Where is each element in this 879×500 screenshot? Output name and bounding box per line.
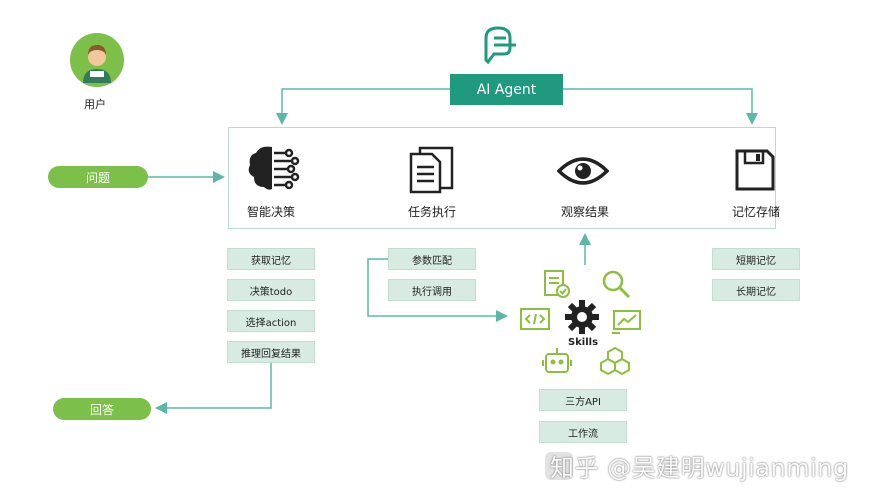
execution-step: 参数匹配 [388,248,476,270]
decision-step: 推理回复结果 [227,341,315,363]
stage-label-observe: 观察结果 [560,205,609,219]
chart-icon [610,308,642,336]
question-pill[interactable]: 问题 [48,166,148,188]
blocks-icon [599,346,631,376]
magnifier-icon [601,269,631,299]
eye-icon [556,153,610,189]
decision-step: 决策todo [227,279,315,301]
gear-icon [564,299,600,335]
watermark: 知乎 @吴建明wujianming [550,454,849,482]
code-icon [519,306,551,334]
skills-label: Skills [567,337,599,348]
checklist-icon [542,269,572,299]
stage-label-execute: 任务执行 [407,205,456,219]
stage-label-decision: 智能决策 [246,205,295,219]
user-icon [70,33,124,87]
stage-label-memory: 记忆存储 [731,205,780,219]
decision-step: 选择action [227,310,315,332]
tool-item: 工作流 [539,421,627,443]
agent-box[interactable]: AI Agent [450,74,563,105]
avatar [70,33,124,87]
memory-type: 短期记忆 [712,248,800,270]
tool-item: 三方API [539,389,627,411]
execution-step: 执行调用 [388,279,476,301]
agent-loop-box [228,127,776,229]
memory-type: 长期记忆 [712,279,800,301]
floppy-disk-icon [735,149,775,191]
brain-icon [246,143,300,193]
agent-logo-icon [476,24,520,68]
document-icon [408,145,456,195]
decision-step: 获取记忆 [227,248,315,270]
user-label: 用户 [84,98,106,111]
robot-icon [542,346,572,376]
watermark-logo-icon [545,452,573,480]
answer-pill[interactable]: 回答 [53,398,151,420]
